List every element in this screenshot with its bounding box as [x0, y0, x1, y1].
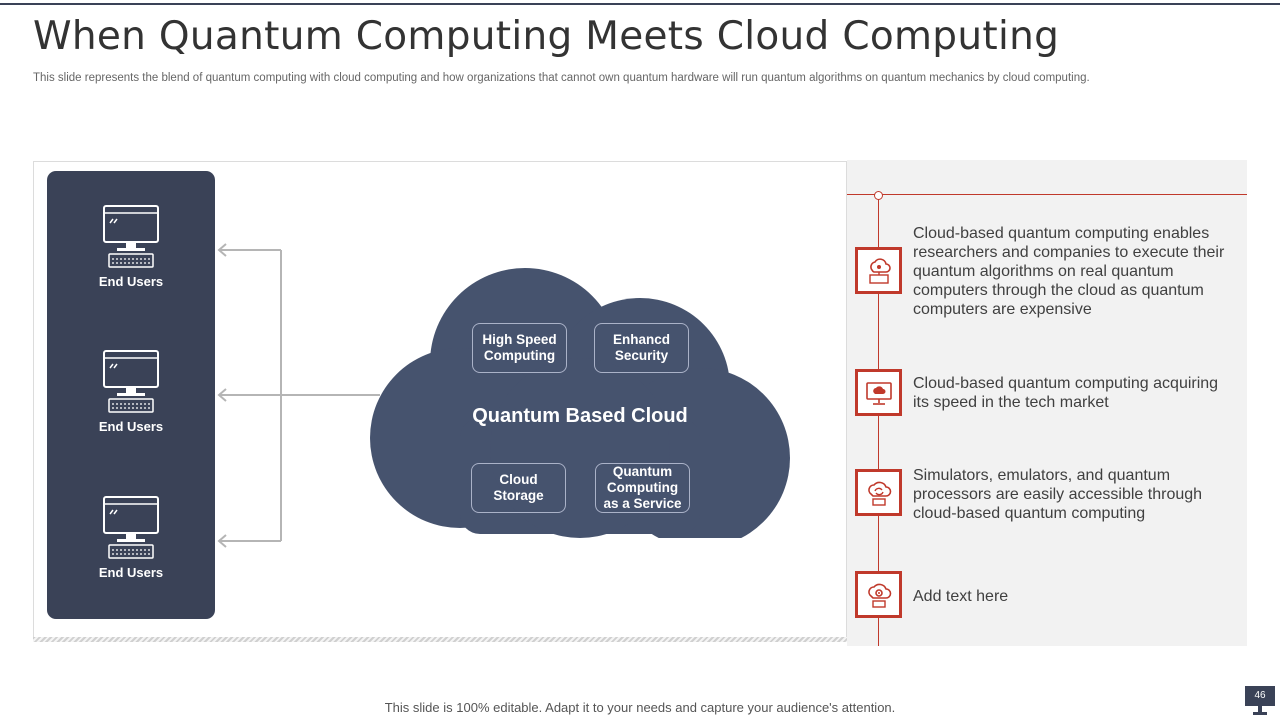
cloud-title: Quantum Based Cloud [472, 405, 688, 427]
timeline-vertical [878, 196, 879, 646]
point-icon-box [855, 369, 902, 416]
cloud-feature-box: Cloud Storage [471, 463, 566, 513]
cloud-feature-box: High Speed Computing [472, 323, 567, 373]
arrow-head-icon [217, 534, 227, 548]
benefits-panel [847, 160, 1247, 646]
point-icon-box [855, 469, 902, 516]
point-text: Cloud-based quantum computing acquiring … [913, 375, 1219, 411]
point-text: Cloud-based quantum computing enables re… [913, 225, 1225, 318]
end-user-item: End Users [47, 495, 215, 580]
end-user-label: End Users [98, 274, 164, 289]
computer-icon [103, 496, 159, 559]
point-text: Simulators, emulators, and quantum proce… [913, 467, 1203, 522]
computer-icon [103, 205, 159, 268]
computer-icon [103, 350, 159, 413]
timeline-horizontal [847, 194, 1247, 195]
page-subtitle: This slide represents the blend of quant… [33, 72, 1090, 84]
end-user-item: End Users [47, 349, 215, 434]
cloud-sync-icon [867, 481, 891, 506]
footer-note: This slide is 100% editable. Adapt it to… [384, 700, 896, 715]
end-user-label: End Users [98, 565, 164, 580]
end-users-panel: End Users End Users End Users [47, 171, 215, 619]
frame-shadow [33, 637, 847, 642]
cloud-settings-icon [867, 583, 891, 608]
monitor-stand-icon [1253, 706, 1267, 715]
end-user-label: End Users [98, 419, 164, 434]
timeline-dot [874, 191, 883, 200]
cloud-network-icon [868, 257, 891, 284]
point-icon-box [855, 571, 902, 618]
page-title: When Quantum Computing Meets Cloud Compu… [33, 14, 1060, 59]
arrow-head-icon [217, 243, 227, 257]
page-number: 46 [1245, 686, 1275, 706]
cloud-feature-box: Quantum Computing as a Service [595, 463, 690, 513]
end-user-item: End Users [47, 204, 215, 289]
arrow-head-icon [217, 388, 227, 402]
top-rule [0, 3, 1280, 5]
cloud-shape [370, 268, 790, 538]
cloud-feature-box: Enhancd Security [594, 323, 689, 373]
point-icon-box [855, 247, 902, 294]
point-text: Add text here [913, 588, 1009, 605]
cloud-monitor-icon [865, 381, 892, 405]
